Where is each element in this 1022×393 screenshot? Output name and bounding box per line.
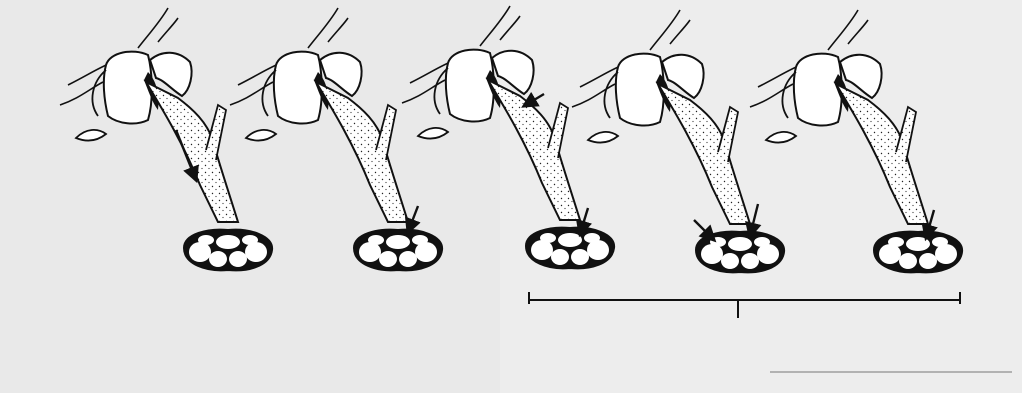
paper-tint bbox=[500, 0, 1022, 393]
